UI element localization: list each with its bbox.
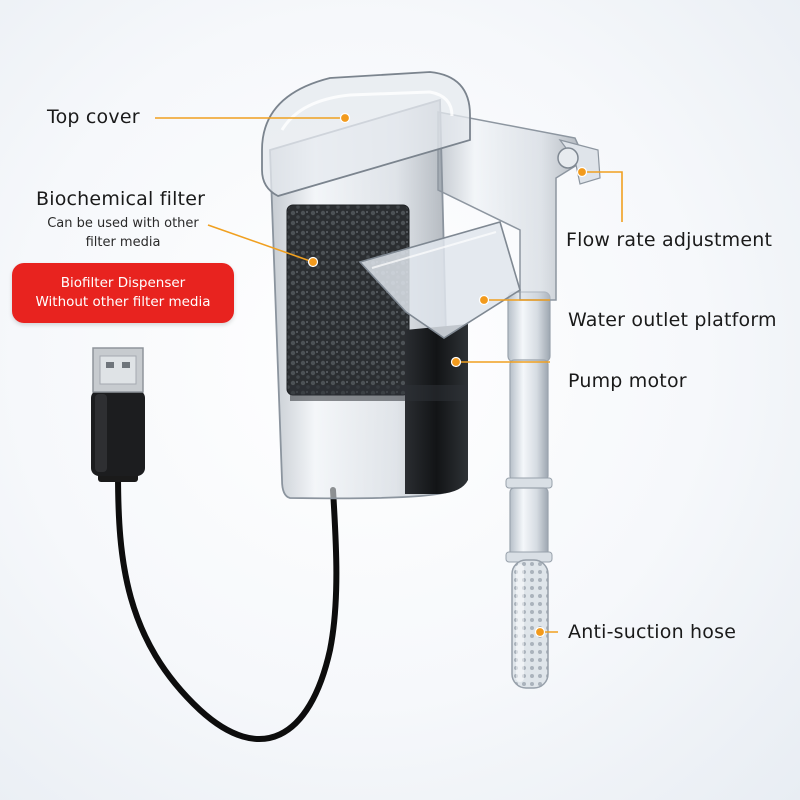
label-pump-motor: Pump motor (568, 370, 687, 392)
biofilter-dispenser-badge: Biofilter Dispenser Without other filter… (12, 263, 234, 323)
marker-top-cover (339, 112, 351, 124)
label-biochemical-filter-note: Can be used with other filter media (23, 214, 223, 252)
label-flow-rate-adjustment: Flow rate adjustment (566, 229, 773, 251)
marker-flow-rate (576, 166, 588, 178)
outlet-arm (437, 111, 601, 301)
marker-biochemical-filter (307, 256, 319, 268)
label-water-outlet-platform: Water outlet platform (568, 309, 777, 331)
label-anti-suction-hose: Anti-suction hose (568, 621, 737, 643)
biochemical-filter-sponge (286, 204, 410, 396)
leader-lines (155, 117, 623, 633)
intake-tube (505, 291, 553, 563)
marker-water-outlet (478, 294, 490, 306)
marker-anti-suction (534, 626, 546, 638)
note-line-2: filter media (85, 235, 161, 250)
usb-cable (115, 469, 340, 742)
note-line-1: Can be used with other (47, 216, 199, 231)
badge-line-2: Without other filter media (35, 294, 211, 310)
label-biochemical-filter: Biochemical filter (36, 188, 206, 210)
anti-suction-hose (511, 559, 549, 689)
marker-pump-motor (450, 356, 462, 368)
water-outlet-platform (358, 221, 521, 339)
usb-plug (91, 347, 145, 482)
badge-line-1: Biofilter Dispenser (60, 275, 186, 291)
label-top-cover: Top cover (47, 106, 140, 128)
marker-dots (307, 112, 588, 638)
pump-motor (290, 324, 468, 494)
top-cover (261, 71, 471, 197)
